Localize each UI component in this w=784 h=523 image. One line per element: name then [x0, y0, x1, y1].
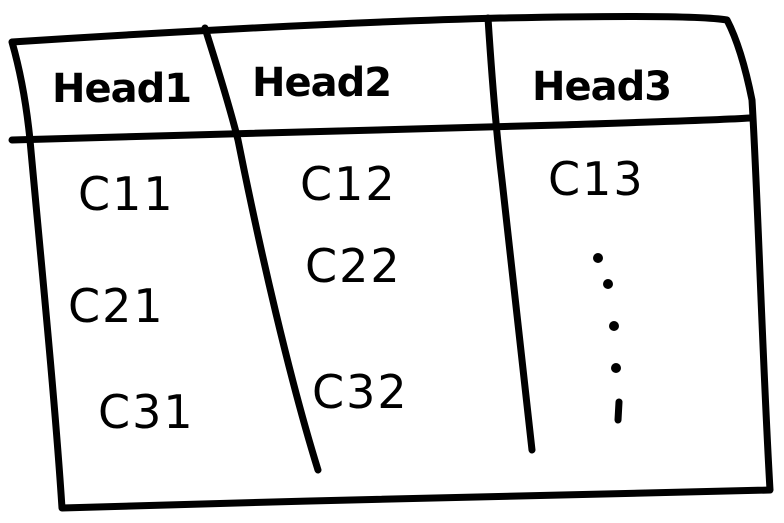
cell-r1c2: C12: [300, 157, 397, 211]
ellipsis-continuation-marks: [593, 253, 623, 424]
column-divider-1: [201, 24, 322, 474]
header-cell-3: Head3: [532, 64, 671, 110]
ellipsis-dot: [593, 253, 603, 263]
header-cell-2: Head2: [252, 60, 391, 106]
ellipsis-dot: [611, 363, 621, 373]
header-divider: [8, 114, 754, 144]
cell-r3c1: C31: [98, 385, 195, 439]
cell-r3c2: C32: [312, 365, 409, 419]
cell-r2c1: C21: [68, 279, 165, 333]
ellipsis-dot: [603, 279, 613, 289]
cell-r2c2: C22: [305, 239, 402, 293]
header-cell-1: Head1: [52, 66, 191, 112]
ellipsis-dot: [609, 321, 619, 331]
cell-r1c1: C11: [78, 167, 175, 221]
column-divider-2: [484, 14, 536, 454]
cell-r1c3: C13: [548, 152, 645, 206]
ellipsis-dot: [614, 398, 623, 424]
